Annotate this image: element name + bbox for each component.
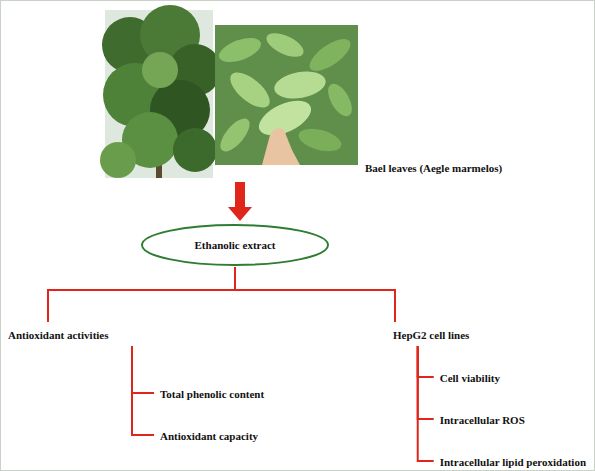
tree-foliage — [100, 5, 221, 178]
leaf-item: Intracellular ROS — [440, 410, 525, 428]
leaves-photo — [215, 25, 358, 165]
tree-connector — [132, 346, 154, 435]
branch-heading: Antioxidant activities — [8, 325, 109, 343]
extract-ellipse: Ethanolic extract — [140, 223, 330, 267]
leaf-item: Intracellular lipid peroxidation — [440, 452, 586, 470]
tree-connector — [418, 346, 434, 461]
node-label: Cell viability — [440, 372, 500, 385]
branch-heading: HepG2 cell lines — [393, 325, 469, 343]
photo-panel: Bael leaves (Aegle marmelos) — [105, 10, 358, 178]
tree-connector — [235, 267, 395, 322]
leaf-item: Total phenolic content — [160, 384, 264, 402]
hand — [262, 128, 300, 165]
node-label: Antioxidant capacity — [160, 430, 258, 443]
node-label: Ethanolic extract — [195, 239, 276, 252]
tree-connector — [418, 346, 434, 377]
node-label: Intracellular ROS — [440, 414, 525, 427]
tree-connector — [132, 346, 154, 393]
tree-connector — [48, 267, 235, 322]
node-label: Total phenolic content — [160, 388, 264, 401]
block-arrow — [228, 182, 252, 221]
leaf-shapes — [215, 28, 357, 165]
photo-caption: Bael leaves (Aegle marmelos) — [365, 162, 502, 175]
node-label: HepG2 cell lines — [393, 329, 469, 342]
leaf-item: Cell viability — [440, 368, 500, 386]
tree-connector — [418, 346, 434, 419]
node-label: Intracellular lipid peroxidation — [440, 456, 586, 469]
node-label: Antioxidant activities — [8, 329, 109, 342]
leaf-item: Antioxidant capacity — [160, 426, 258, 444]
